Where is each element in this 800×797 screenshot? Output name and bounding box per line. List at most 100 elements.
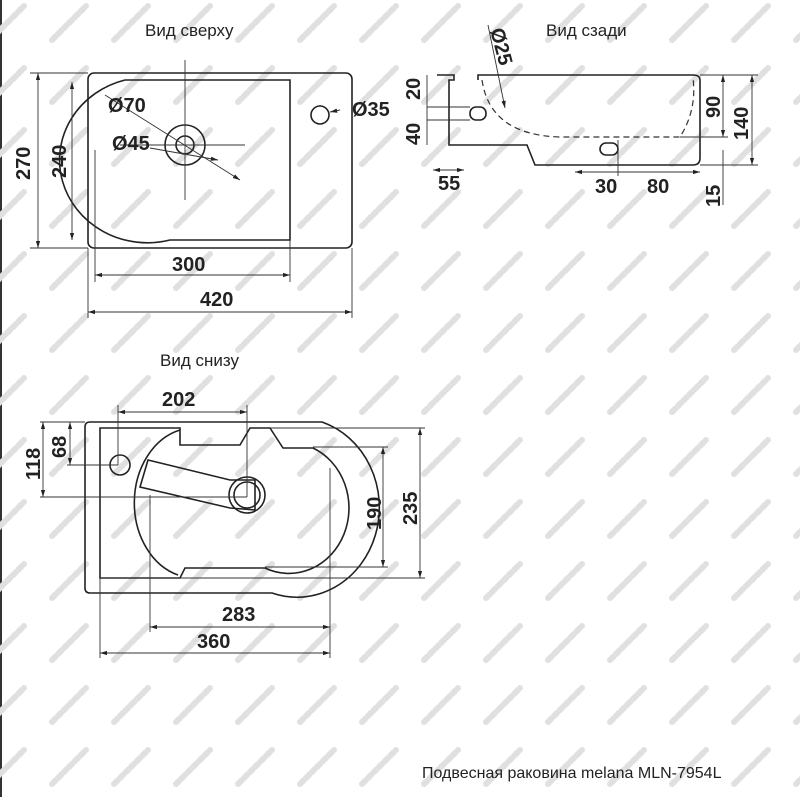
watermark-mark [111,747,151,787]
watermark-mark [297,437,337,477]
watermark-mark [545,313,585,353]
watermark-mark [731,375,771,415]
watermark-mark [0,189,27,221]
watermark-mark [421,313,461,353]
watermark-mark [731,499,771,539]
watermark-mark [359,251,399,291]
watermark-mark [793,31,800,43]
top-outline [87,72,353,249]
watermark-mark [111,375,151,415]
watermark-mark [607,561,647,601]
watermark-mark [669,499,709,539]
watermark-mark [111,127,151,167]
watermark-mark [483,499,523,539]
watermark-mark [545,499,585,539]
watermark-mark [669,127,709,167]
watermark-mark [235,127,275,167]
watermark-mark [483,189,523,229]
watermark-mark [731,623,771,663]
watermark-mark [49,65,89,105]
watermark-mark [545,623,585,663]
watermark-mark [545,251,585,291]
watermark-mark [607,375,647,415]
watermark-mark [545,3,585,43]
watermark-mark [545,375,585,415]
watermark-mark [669,561,709,601]
watermark-mark [359,685,399,725]
watermark-mark [793,589,800,601]
watermark-mark [111,3,151,43]
watermark-mark [669,437,709,477]
bottom-view-title: Вид снизу [160,351,239,370]
watermark-mark [421,437,461,477]
dim-d70: Ø70 [108,95,146,117]
watermark-mark [173,375,213,415]
watermark-mark [0,3,27,35]
watermark-mark [235,685,275,725]
watermark-mark [235,623,275,663]
watermark-mark [545,747,585,787]
top-view: Вид сверху Ø70 Ø45 Ø35 270 240 300 420 [13,21,390,318]
watermark-mark [793,465,800,477]
dim-h90: 90 [703,96,725,118]
dim-h190: 190 [364,497,386,530]
watermark-mark [49,685,89,725]
dim-d35: Ø35 [352,99,390,121]
watermark-mark [49,561,89,601]
watermark-mark [607,189,647,229]
watermark-mark [483,561,523,601]
dim-w202: 202 [162,389,195,411]
watermark-mark [173,189,213,229]
watermark-mark [545,561,585,601]
watermark-mark [297,313,337,353]
top-view-title: Вид сверху [145,21,234,40]
watermark-mark [173,313,213,353]
watermark-mark [297,747,337,787]
watermark-mark [235,437,275,477]
watermark-mark [359,561,399,601]
watermark-mark [111,313,151,353]
watermark-mark [111,499,151,539]
watermark-mark [235,375,275,415]
watermark-mark [297,375,337,415]
watermark-mark [793,341,800,353]
dim-h240: 240 [49,145,71,178]
watermark-mark [669,747,709,787]
dim-h20: 20 [403,78,425,100]
watermark-mark [359,127,399,167]
watermark-mark [483,251,523,291]
watermark-mark [297,623,337,663]
dim-w30: 30 [595,176,617,198]
watermark-mark [173,747,213,787]
watermark-mark [297,189,337,229]
watermark-mark [0,65,27,97]
dim-h140: 140 [731,107,753,140]
watermark-mark [297,251,337,291]
watermark-mark [0,747,27,779]
watermark-mark [607,127,647,167]
dim-w360: 360 [197,631,230,653]
watermark-mark [421,65,461,105]
watermark-mark [0,437,27,469]
tap-hole [310,105,330,125]
watermark-mark [669,685,709,725]
watermark-mark [49,189,89,229]
dim-w283: 283 [222,604,255,626]
watermark-mark [235,499,275,539]
watermark-mark [793,217,800,229]
watermark-mark [669,623,709,663]
watermark-mark [607,65,647,105]
watermark-layer [0,3,800,787]
watermark-mark [731,65,771,105]
watermark-mark [793,403,800,415]
watermark-mark [111,251,151,291]
watermark-mark [731,561,771,601]
watermark-mark [793,775,800,787]
bottom-inner [99,427,350,579]
watermark-mark [607,313,647,353]
watermark-mark [0,251,27,283]
watermark-mark [483,375,523,415]
watermark-mark [173,3,213,43]
watermark-mark [235,3,275,43]
